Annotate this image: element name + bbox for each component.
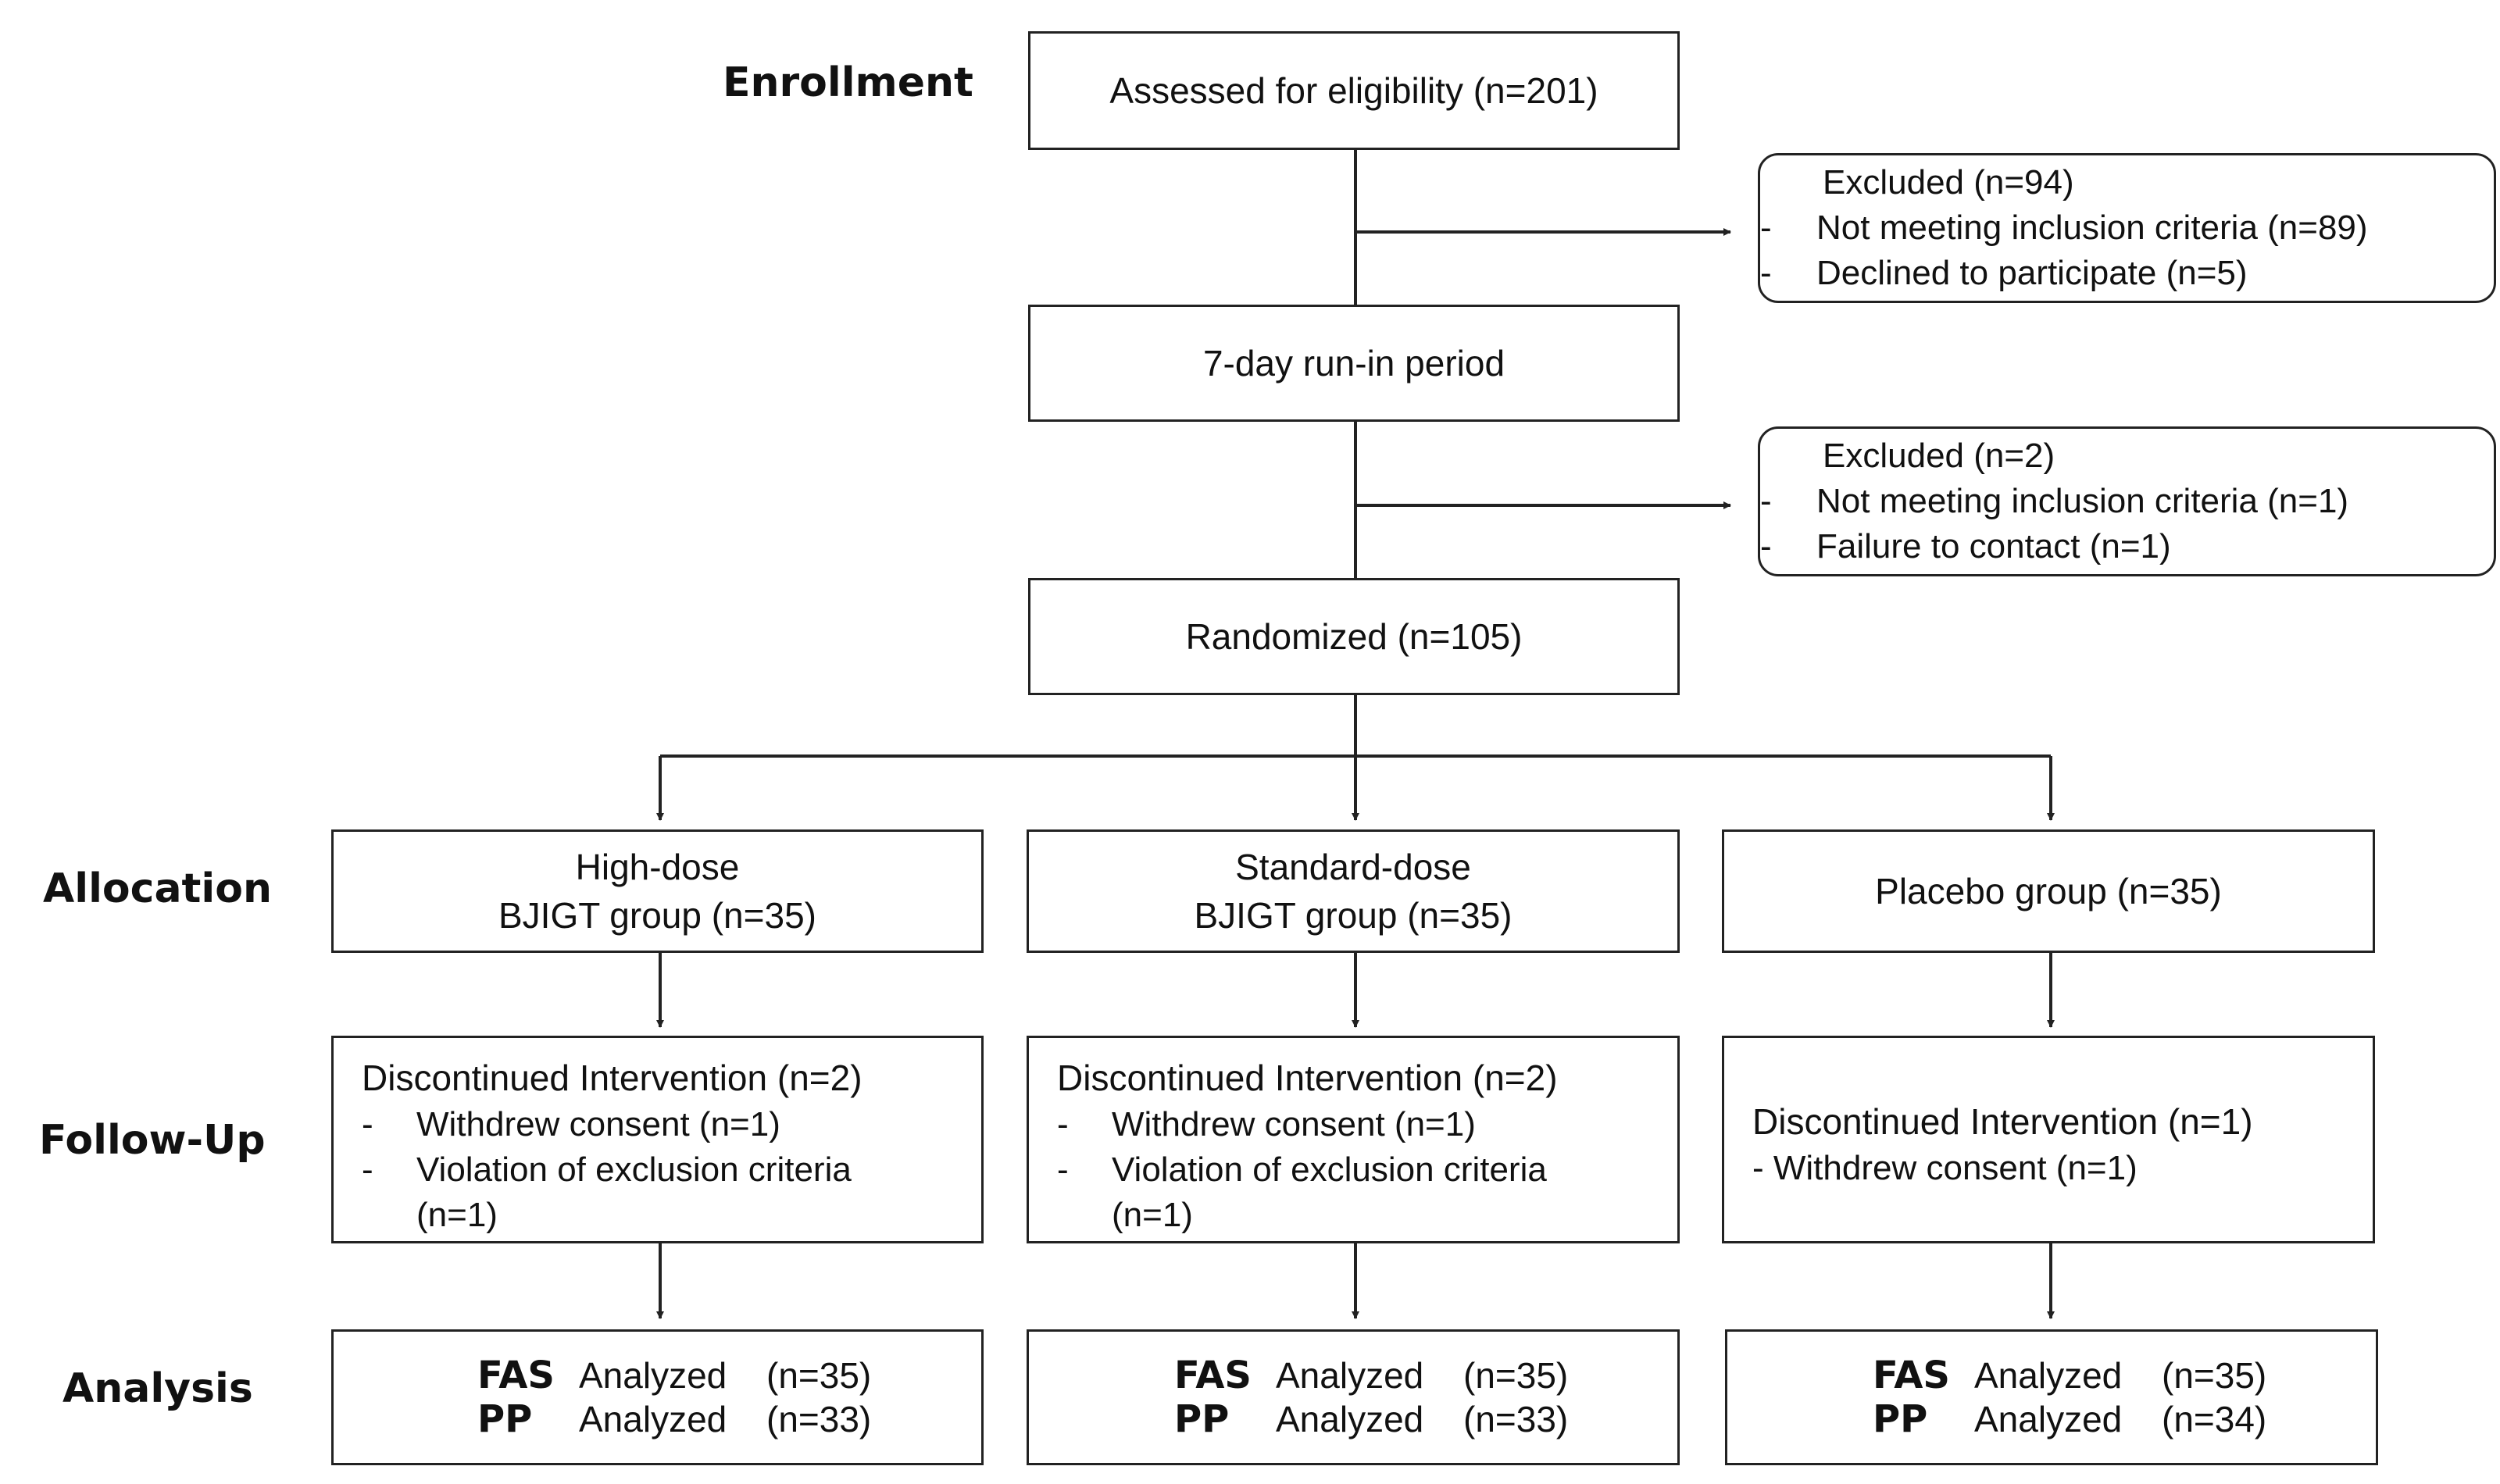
stage-label-follow-up: Follow-Up bbox=[39, 1117, 266, 1164]
assessed-box: Assessed for eligibility (n=201) bbox=[1028, 31, 1680, 150]
randomized-box: Randomized (n=105) bbox=[1028, 578, 1680, 695]
excluded-1-title: Excluded (n=94) bbox=[1823, 163, 2074, 202]
excluded-box-2: Excluded (n=2) -Not meeting inclusion cr… bbox=[1758, 426, 2496, 576]
followup-box-standard-dose: Discontinued Intervention (n=2) -Withdre… bbox=[1027, 1036, 1680, 1243]
randomized-text: Randomized (n=105) bbox=[1185, 616, 1523, 657]
list-item: -Violation of exclusion criteria bbox=[362, 1150, 852, 1189]
list-item: -Withdrew consent (n=1) bbox=[1057, 1105, 1476, 1143]
list-item-continued: (n=1) bbox=[1112, 1196, 1193, 1234]
allocation-box-placebo: Placebo group (n=35) bbox=[1722, 829, 2375, 953]
assessed-text: Assessed for eligibility (n=201) bbox=[1109, 70, 1598, 111]
list-item: -Not meeting inclusion criteria (n=1) bbox=[1760, 482, 2349, 520]
followup-title: Discontinued Intervention (n=2) bbox=[1057, 1058, 1558, 1098]
list-item: -Declined to participate (n=5) bbox=[1760, 254, 2248, 292]
list-item: -Withdrew consent (n=1) bbox=[362, 1105, 780, 1143]
run-in-text: 7-day run-in period bbox=[1202, 343, 1505, 383]
list-item: -Violation of exclusion criteria bbox=[1057, 1150, 1547, 1189]
stage-label-enrollment: Enrollment bbox=[723, 59, 973, 106]
stage-label-analysis: Analysis bbox=[62, 1365, 253, 1412]
list-item-continued: (n=1) bbox=[416, 1196, 498, 1234]
allocation-box-standard-dose: Standard-dose BJIGT group (n=35) bbox=[1027, 829, 1680, 953]
run-in-box: 7-day run-in period bbox=[1028, 305, 1680, 422]
followup-title: Discontinued Intervention (n=1) bbox=[1752, 1101, 2253, 1142]
allocation-box-high-dose: High-dose BJIGT group (n=35) bbox=[331, 829, 984, 953]
excluded-box-1: Excluded (n=94) -Not meeting inclusion c… bbox=[1758, 153, 2496, 303]
followup-title: Discontinued Intervention (n=2) bbox=[362, 1058, 862, 1098]
list-item: - Withdrew consent (n=1) bbox=[1752, 1149, 2138, 1187]
followup-box-high-dose: Discontinued Intervention (n=2) -Withdre… bbox=[331, 1036, 984, 1243]
followup-box-placebo: Discontinued Intervention (n=1) - Withdr… bbox=[1722, 1036, 2375, 1243]
stage-label-allocation: Allocation bbox=[43, 865, 272, 912]
list-item: -Not meeting inclusion criteria (n=89) bbox=[1760, 209, 2368, 247]
excluded-2-title: Excluded (n=2) bbox=[1823, 437, 2055, 475]
list-item: -Failure to contact (n=1) bbox=[1760, 527, 2171, 565]
